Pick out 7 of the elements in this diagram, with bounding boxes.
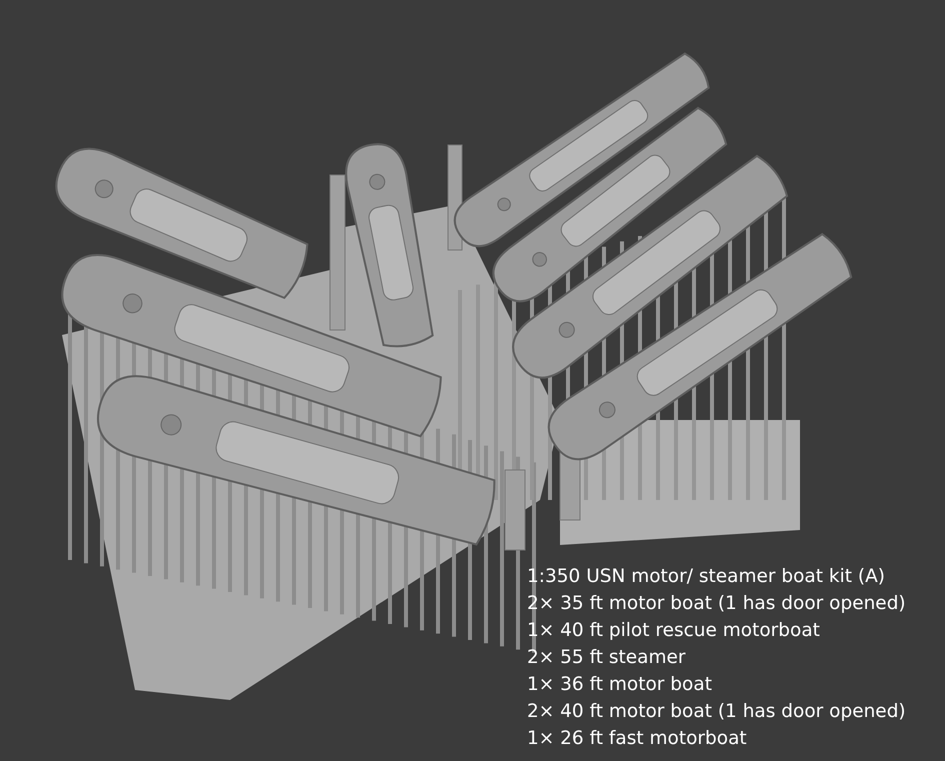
kit-contents-text: 2× 40 ft motor boat (1 has door opened) xyxy=(527,701,906,723)
kit-contents-text: 2× 35 ft motor boat (1 has door opened) xyxy=(527,593,906,615)
kit-contents-text: 1:350 USN motor/ steamer boat kit (A) xyxy=(527,566,885,588)
kit-contents-text: 1× 40 ft pilot rescue motorboat xyxy=(527,620,820,642)
kit-contents-text: 1× 36 ft motor boat xyxy=(527,674,712,696)
kit-contents-text: 2× 55 ft steamer xyxy=(527,647,686,669)
kit-contents-text: 1× 26 ft fast motorboat xyxy=(527,728,747,750)
